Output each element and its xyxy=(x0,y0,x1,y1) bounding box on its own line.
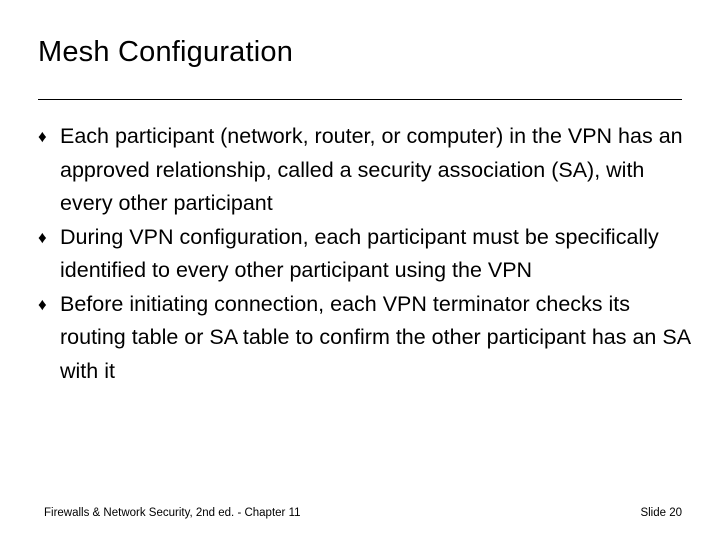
list-item: ♦ Before initiating connection, each VPN… xyxy=(38,288,693,389)
list-item-text: Each participant (network, router, or co… xyxy=(60,124,683,215)
diamond-bullet-icon: ♦ xyxy=(38,127,47,146)
page-title: Mesh Configuration xyxy=(38,36,294,68)
list-item: ♦ Each participant (network, router, or … xyxy=(38,120,693,221)
slide-number: Slide 20 xyxy=(640,507,682,519)
diamond-bullet-icon: ♦ xyxy=(38,227,47,247)
list-item-text: Before initiating connection, each VPN t… xyxy=(60,291,690,383)
diamond-bullet-icon: ♦ xyxy=(38,294,47,314)
slide-footer: Firewalls & Network Security, 2nd ed. - … xyxy=(44,507,301,519)
list-item: ♦ During VPN configuration, each partici… xyxy=(38,221,693,288)
bullet-list: ♦ Each participant (network, router, or … xyxy=(38,120,693,388)
title-divider xyxy=(38,99,682,100)
list-item-text: During VPN configuration, each participa… xyxy=(60,224,659,283)
